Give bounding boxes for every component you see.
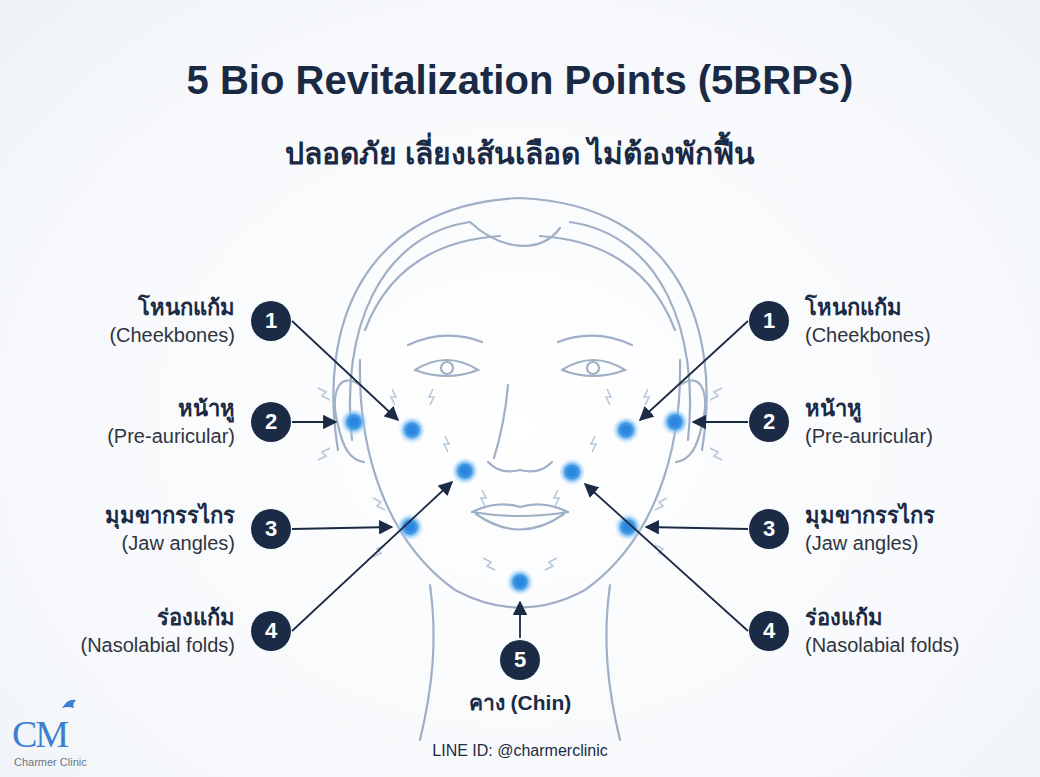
callout-label: คาง (Chin) xyxy=(469,686,571,719)
callout-node: 3 มุมขากรรไกร(Jaw angles) xyxy=(105,502,291,557)
callout-number: 2 xyxy=(749,402,789,442)
point-name-en: (Nasolabial folds) xyxy=(80,632,235,658)
point-name-en: (Cheekbones) xyxy=(109,322,235,348)
point-name-en: (Pre-auricular) xyxy=(107,423,235,449)
callout-label: หน้าหู(Pre-auricular) xyxy=(107,395,235,450)
point-name: คาง (Chin) xyxy=(469,686,571,719)
point-name-en: (Jaw angles) xyxy=(805,530,918,556)
callout-node: 4 ร่องแก้ม(Nasolabial folds) xyxy=(80,604,291,659)
callout-label: มุมขากรรไกร(Jaw angles) xyxy=(105,502,235,557)
logo-name: Charmer Clinic xyxy=(14,756,87,768)
callout-node: 2 หน้าหู(Pre-auricular) xyxy=(107,395,291,450)
callout-number: 5 xyxy=(500,640,540,680)
title: 5 Bio Revitalization Points (5BRPs) xyxy=(0,58,1040,103)
callout-number: 3 xyxy=(749,509,789,549)
line-id: LINE ID: @charmerclinic xyxy=(432,742,607,760)
subtitle: ปลอดภัย เลี่ยงเส้นเลือด ไม่ต้องพักฟื้น xyxy=(285,130,756,177)
callout-number: 1 xyxy=(251,301,291,341)
callout-label: ร่องแก้ม(Nasolabial folds) xyxy=(80,604,235,659)
callout-node: 4 ร่องแก้ม(Nasolabial folds) xyxy=(749,604,960,659)
callout-node: 1 โหนกแก้ม(Cheekbones) xyxy=(749,294,931,349)
logo-bird xyxy=(62,700,76,708)
callout-number: 4 xyxy=(749,611,789,651)
callout-label: โหนกแก้ม(Cheekbones) xyxy=(109,294,235,349)
energy-spark xyxy=(318,388,722,570)
callout-number: 2 xyxy=(251,402,291,442)
callout-label: หน้าหู(Pre-auricular) xyxy=(805,395,933,450)
logo-mark: CM xyxy=(12,712,67,756)
point-name-en: (Pre-auricular) xyxy=(805,423,933,449)
point-name: หน้าหู xyxy=(178,395,235,424)
treatment-dot xyxy=(340,408,689,596)
point-name: โหนกแก้ม xyxy=(138,294,235,323)
face-outline xyxy=(333,198,706,740)
point-name: มุมขากรรไกร xyxy=(105,502,235,531)
callout-label: ร่องแก้ม(Nasolabial folds) xyxy=(805,604,960,659)
point-name-en: (Nasolabial folds) xyxy=(805,632,960,658)
callout-node: 2 หน้าหู(Pre-auricular) xyxy=(749,395,933,450)
callout-number: 3 xyxy=(251,509,291,549)
callout-node: 1 โหนกแก้ม(Cheekbones) xyxy=(109,294,291,349)
point-name: มุมขากรรไกร xyxy=(805,502,935,531)
callout-node: 3 มุมขากรรไกร(Jaw angles) xyxy=(749,502,935,557)
point-name-en: (Cheekbones) xyxy=(805,322,931,348)
callout-label: โหนกแก้ม(Cheekbones) xyxy=(805,294,931,349)
point-name: โหนกแก้ม xyxy=(805,294,902,323)
point-name-en: (Jaw angles) xyxy=(122,530,235,556)
callout-node: 5 คาง (Chin) xyxy=(469,640,571,719)
leader-arrow xyxy=(292,321,748,638)
callout-number: 4 xyxy=(251,611,291,651)
point-name: ร่องแก้ม xyxy=(805,604,883,633)
callout-number: 1 xyxy=(749,301,789,341)
callout-label: มุมขากรรไกร(Jaw angles) xyxy=(805,502,935,557)
point-name: ร่องแก้ม xyxy=(157,604,235,633)
point-name: หน้าหู xyxy=(805,395,862,424)
